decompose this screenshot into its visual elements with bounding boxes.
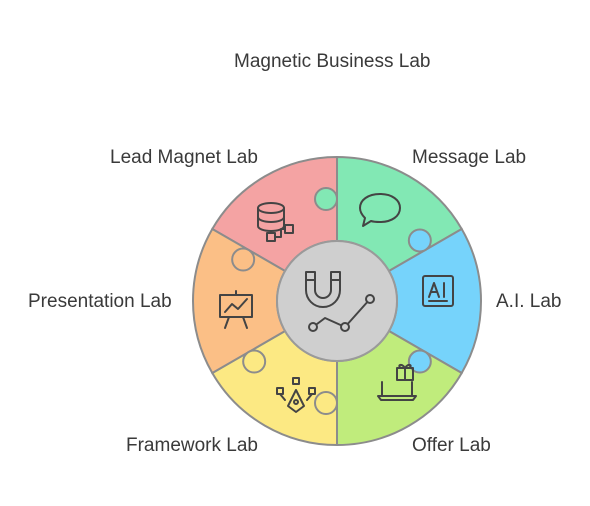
puzzle-knob [242,349,267,374]
label-ai-lab: A.I. Lab [496,291,562,312]
label-lead-magnet-lab: Lead Magnet Lab [110,147,258,168]
label-message-lab: Message Lab [412,147,527,168]
database-network-icon [257,202,294,242]
puzzle-knob [314,391,338,415]
diagram-title: Magnetic Business Lab [234,51,431,72]
puzzle-knob [231,247,256,272]
magnet-trend-icon [305,271,375,332]
pen-nodes-icon [276,377,316,413]
puzzle-knob [407,349,432,374]
label-presentation-lab: Presentation Lab [28,291,172,312]
label-offer-lab: Offer Lab [412,435,491,456]
label-framework-lab: Framework Lab [126,435,258,456]
ai-file-icon [422,275,454,307]
gift-laptop-icon [377,363,417,401]
puzzle-knob [314,187,338,211]
puzzle-knob [407,228,432,253]
presentation-chart-icon [219,290,253,329]
chat-bubble-icon [359,193,401,227]
